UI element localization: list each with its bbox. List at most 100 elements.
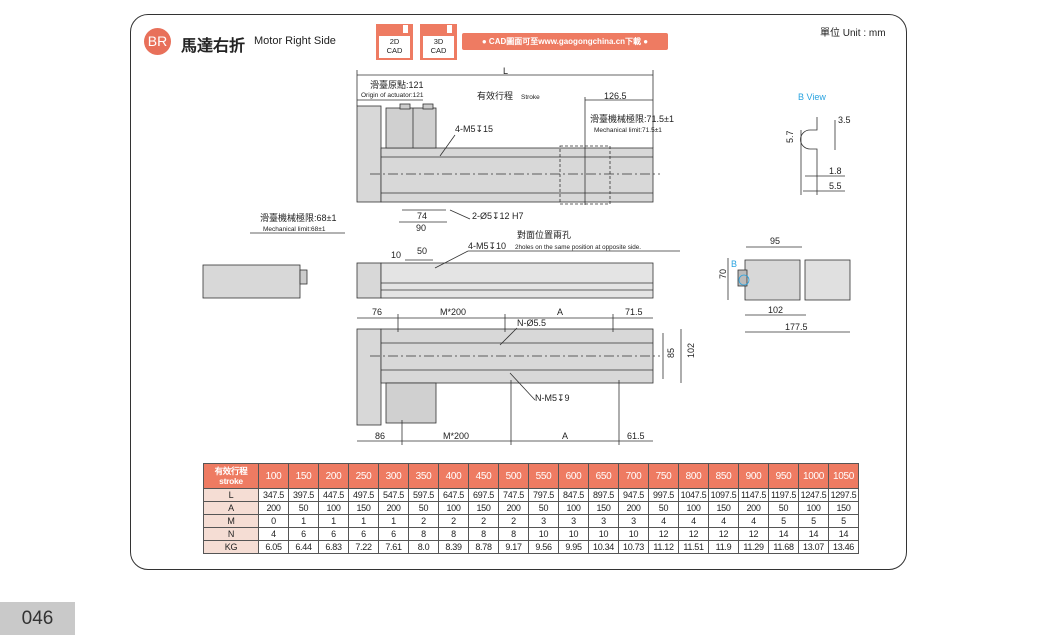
- table-cell: 11.51: [678, 540, 709, 554]
- table-cell: 9.95: [558, 540, 589, 554]
- dim-70: 70: [718, 269, 728, 279]
- stroke-cell: 450: [468, 463, 499, 489]
- table-cell: 5: [828, 514, 859, 528]
- table-cell: 12: [708, 527, 739, 541]
- title-chinese: 馬達右折: [181, 38, 246, 55]
- cad-download-banner[interactable]: ● CAD圖面可至www.gaogongchina.cn下載 ●: [462, 33, 668, 50]
- table-cell: 347.5: [258, 488, 289, 502]
- table-cell: 50: [768, 501, 799, 515]
- table-cell: 50: [648, 501, 679, 515]
- table-cell: 12: [738, 527, 769, 541]
- table-cell: 9.56: [528, 540, 559, 554]
- dim-71-5: 71.5: [625, 307, 643, 317]
- table-cell: 3: [528, 514, 559, 528]
- table-cell: 647.5: [438, 488, 469, 502]
- side-view: 10 50 4-M5↧10 2holes on the same positio…: [356, 241, 680, 299]
- table-cell: 1047.5: [678, 488, 709, 502]
- pin-holes: 2-Ø5↧12 H7: [472, 211, 524, 221]
- holes-m5-15: 4-M5↧15: [455, 124, 493, 134]
- table-cell: 50: [288, 501, 319, 515]
- table-cell: 200: [378, 501, 409, 515]
- dim-m200-bottom: M*200: [443, 431, 469, 441]
- dim-95: 95: [770, 236, 780, 246]
- dim-L: L: [503, 66, 508, 76]
- table-cell: 10.73: [618, 540, 649, 554]
- table-cell: 6: [378, 527, 409, 541]
- table-cell: 2: [468, 514, 499, 528]
- holes-m5-10: 4-M5↧10: [468, 241, 506, 251]
- origin-label-en: Origin of actuator:121: [361, 92, 424, 99]
- table-cell: 797.5: [528, 488, 559, 502]
- dim-m200-top: M*200: [440, 307, 466, 317]
- stroke-cell: 150: [288, 463, 319, 489]
- table-cell: 50: [408, 501, 439, 515]
- table-cell: 5: [768, 514, 799, 528]
- row-label: KG: [203, 540, 259, 554]
- table-cell: 150: [708, 501, 739, 515]
- table-cell: 6.44: [288, 540, 319, 554]
- opposite-holes-zh: 對面位置兩孔: [517, 229, 571, 240]
- stroke-cell: 500: [498, 463, 529, 489]
- table-cell: 150: [588, 501, 619, 515]
- table-cell: 7.61: [378, 540, 409, 554]
- table-cell: 6.05: [258, 540, 289, 554]
- table-cell: 14: [768, 527, 799, 541]
- table-cell: 14: [798, 527, 829, 541]
- table-cell: 6: [348, 527, 379, 541]
- table-cell: 6: [288, 527, 319, 541]
- table-cell: 847.5: [558, 488, 589, 502]
- end-view: 95 70 B 102 177.5: [718, 236, 851, 333]
- table-cell: 3: [588, 514, 619, 528]
- table-cell: 150: [468, 501, 499, 515]
- table-cell: 11.29: [738, 540, 769, 554]
- opposite-holes-en: 2holes on the same position at opposite …: [515, 244, 641, 251]
- table-cell: 100: [798, 501, 829, 515]
- table-cell: 4: [708, 514, 739, 528]
- left-end-view: [202, 264, 308, 299]
- table-cell: 150: [828, 501, 859, 515]
- table-cell: 10: [618, 527, 649, 541]
- row-label: A: [203, 501, 259, 515]
- table-cell: 11.9: [708, 540, 739, 554]
- table-cell: 10: [558, 527, 589, 541]
- stroke-cell: 550: [528, 463, 559, 489]
- row-label: L: [203, 488, 259, 502]
- table-cell: 9.17: [498, 540, 529, 554]
- stroke-cell: 400: [438, 463, 469, 489]
- table-cell: 3: [618, 514, 649, 528]
- table-cell: 397.5: [288, 488, 319, 502]
- top-view: L 滑臺原點:121 Origin of actuator:121 有效行程 S…: [250, 66, 674, 240]
- stroke-cell: 300: [378, 463, 409, 489]
- table-cell: 13.07: [798, 540, 829, 554]
- table-cell: 6: [318, 527, 349, 541]
- dim-126-5: 126.5: [604, 91, 627, 101]
- stroke-cell: 1000: [798, 463, 829, 489]
- row-label: N: [203, 527, 259, 541]
- table-cell: 11.68: [768, 540, 799, 554]
- table-cell: 11.12: [648, 540, 679, 554]
- table-cell: 497.5: [348, 488, 379, 502]
- table-cell: 2: [498, 514, 529, 528]
- table-cell: 1197.5: [768, 488, 799, 502]
- stroke-cell: 800: [678, 463, 709, 489]
- table-cell: 10.34: [588, 540, 619, 554]
- dim-102-end: 102: [768, 305, 783, 315]
- dim-50: 50: [417, 246, 427, 256]
- holes-d5-5: N-Ø5.5: [517, 318, 546, 328]
- table-cell: 2: [408, 514, 439, 528]
- mech-limit-left-zh: 滑臺機械極限:68±1: [260, 212, 336, 223]
- mech-limit-right-zh: 滑臺機械極限:71.5±1: [590, 113, 674, 124]
- stroke-cell: 200: [318, 463, 349, 489]
- dim-5-7: 5.7: [785, 130, 795, 143]
- unit-label: 單位 Unit : mm: [820, 28, 886, 39]
- page-number: 046: [0, 602, 75, 635]
- stroke-cell: 650: [588, 463, 619, 489]
